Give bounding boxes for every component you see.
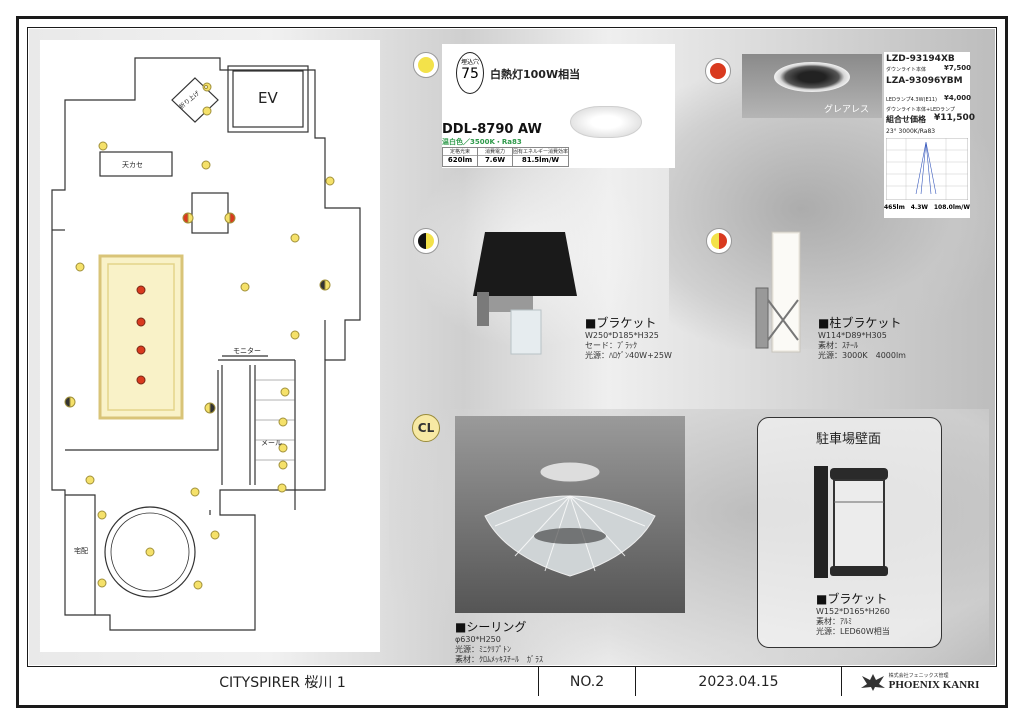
ceiling-size: φ630*H250	[455, 635, 501, 644]
ceiling-caption: ■シーリング φ630*H250 光源：ﾐﾆｸﾘﾌﾟﾄﾝ 素材：ｸﾛﾑﾒｯｷｽﾁ…	[455, 618, 543, 665]
sheet-number: NO.2	[539, 667, 636, 696]
downlight-equiv: 白熱灯100W相当	[490, 68, 581, 81]
ceiling-material: 素材：ｸﾛﾑﾒｯｷｽﾁｰﾙ ｶﾞﾗｽ	[455, 655, 543, 664]
bracket-product-image	[473, 232, 577, 355]
beam-spec: 23° 3000K/Ra83	[886, 128, 936, 135]
company-logo: 株式会社フェニックス管理 PHOENIX KANRI	[842, 667, 997, 696]
model2-sub: LEDランプ4.3W(E11)	[886, 97, 937, 103]
ceiling-title: ■シーリング	[455, 620, 527, 634]
parking-bracket-product-image	[814, 466, 888, 578]
bracket-caption: ■ブラケット W250*D185*H325 セード：ﾌﾞﾗｯｸ 光源：ﾊﾛｹﾞﾝ…	[585, 314, 672, 361]
distribution-footer: 465lm 4.3W 108.0lm/W	[884, 204, 970, 211]
downlight-spec-table: 定格光束 620lm 消費電力 7.6W 固有エネルギー消費効率 81.5lm/…	[442, 147, 569, 167]
parking-title: ■ブラケット	[816, 592, 888, 606]
plan-label-delivery: 宅配	[74, 547, 88, 555]
combo-label: 組合せ価格	[886, 115, 926, 124]
model1-price: ¥7,500	[944, 64, 972, 72]
table-cell: 7.6W	[484, 156, 506, 164]
downlight-product-image	[570, 106, 642, 138]
combo-sub: ダウンライト本体+LEDランプ	[886, 107, 955, 113]
plan-label-mail: メール	[261, 439, 282, 447]
phoenix-icon	[860, 673, 885, 691]
foot-efficiency: 108.0lm/W	[933, 204, 970, 211]
ceiling-product-image	[455, 416, 685, 613]
pillar-bracket-material: 素材：ｽﾁｰﾙ	[818, 341, 858, 350]
model1: LZD-93194XB	[886, 54, 955, 64]
project-name: CITYSPIRER 桜川 1	[27, 667, 539, 696]
downlight-red-marker	[705, 58, 731, 84]
parking-source: 光源：LED60W相当	[816, 627, 890, 636]
glareless-tag: グレアレス	[824, 105, 870, 115]
model2: LZA-93096YBM	[886, 76, 963, 86]
table-cell: 620lm	[447, 156, 473, 164]
pillar-bracket-source: 光源：3000K 4000lm	[818, 351, 906, 360]
downlight-color-temp: 温白色／3500K・Ra83	[442, 138, 522, 146]
table-header: 消費電力	[478, 148, 512, 156]
foot-watt: 4.3W	[910, 204, 928, 211]
bracket-size: W250*D185*H325	[585, 331, 659, 340]
company-small: 株式会社フェニックス管理	[888, 673, 949, 679]
downlight-model: DDL-8790 AW	[442, 122, 542, 137]
plan-label-ev: EV	[258, 89, 278, 107]
issue-date: 2023.04.15	[636, 667, 842, 696]
bracket-marker	[413, 228, 439, 254]
combo-price: ¥11,500	[934, 113, 975, 123]
hole-size: 75	[461, 66, 479, 82]
ceiling-badge: CL	[412, 414, 440, 442]
hole-label: 埋込穴	[460, 59, 479, 66]
floor-plan-drawing	[51, 57, 361, 631]
pillar-bracket-product-image	[755, 231, 801, 353]
parking-size: W152*D165*H260	[816, 607, 890, 616]
table-header: 定格光束	[443, 148, 477, 156]
downlight2-spec-card: LZD-93194XB ダウンライト本体 ¥7,500 LZA-93096YBM…	[884, 52, 975, 218]
bracket-title: ■ブラケット	[585, 316, 657, 330]
table-header: 固有エネルギー消費効率	[513, 149, 569, 156]
pillar-bracket-marker	[706, 228, 732, 254]
hole-size-badge: 埋込穴 75	[456, 52, 484, 94]
outer-frame	[16, 16, 1008, 708]
title-block: CITYSPIRER 桜川 1 NO.2 2023.04.15 株式会社フェニッ…	[27, 666, 997, 697]
parking-wall-panel: 駐車場壁面 ■ブラケット W152*D165*H260 素材：ｱﾙﾐ 光源：LE…	[757, 417, 942, 648]
pillar-bracket-title: ■柱ブラケット	[818, 316, 902, 330]
bracket-source: 光源：ﾊﾛｹﾞﾝ40W+25W	[585, 351, 672, 360]
downlight-yellow-marker	[413, 52, 439, 78]
parking-material: 素材：ｱﾙﾐ	[816, 617, 852, 626]
model2-price: ¥4,000	[944, 94, 972, 102]
pillar-bracket-caption: ■柱ブラケット W114*D89*H305 素材：ｽﾁｰﾙ 光源：3000K 4…	[818, 314, 906, 361]
model1-sub: ダウンライト本体	[886, 67, 927, 73]
downlight-lens	[774, 62, 850, 92]
bracket-shade: セード：ﾌﾞﾗｯｸ	[585, 341, 637, 350]
light-distribution-graph	[886, 138, 968, 200]
foot-lumen: 465lm	[884, 204, 905, 211]
pillar-bracket-size: W114*D89*H305	[818, 331, 887, 340]
plan-label-ceiling: 天カセ	[122, 161, 143, 169]
floor-plan: EV 折り上げ 天カセ モニター メール 宅配	[40, 40, 380, 652]
plan-label-monitor: モニター	[233, 347, 261, 355]
ceiling-source: 光源：ﾐﾆｸﾘﾌﾟﾄﾝ	[455, 645, 511, 654]
company-name: PHOENIX KANRI	[888, 679, 980, 691]
table-cell: 81.5lm/W	[521, 156, 560, 164]
glareless-downlight-image: グレアレス	[742, 54, 882, 118]
parking-caption: ■ブラケット W152*D165*H260 素材：ｱﾙﾐ 光源：LED60W相当	[816, 590, 890, 637]
downlight-spec-card: 埋込穴 75 白熱灯100W相当 DDL-8790 AW 温白色／3500K・R…	[442, 44, 675, 168]
parking-heading: 駐車場壁面	[816, 432, 882, 447]
ceiling-fixture-drawing	[484, 461, 656, 577]
